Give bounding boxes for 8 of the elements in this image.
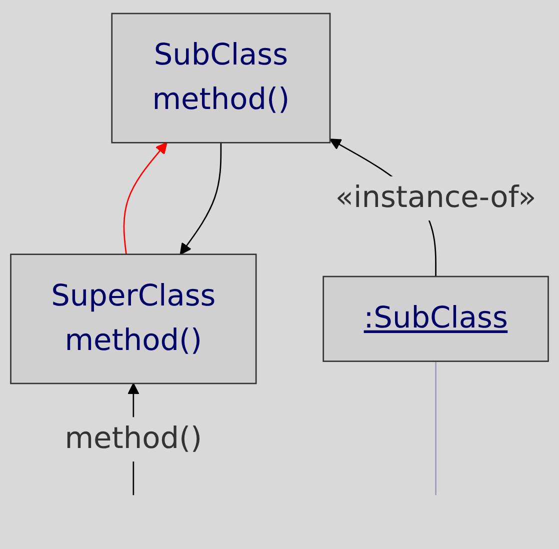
arrow (180, 142, 222, 255)
connector (435, 361, 436, 496)
node-box: :SubClass (322, 276, 549, 362)
arrow (123, 142, 168, 254)
node-box: SuperClass method() (10, 254, 257, 384)
edge-label: method() (64, 422, 202, 456)
edge-label: «instance-of» (335, 182, 536, 216)
node-box: SubClass method() (111, 12, 331, 144)
